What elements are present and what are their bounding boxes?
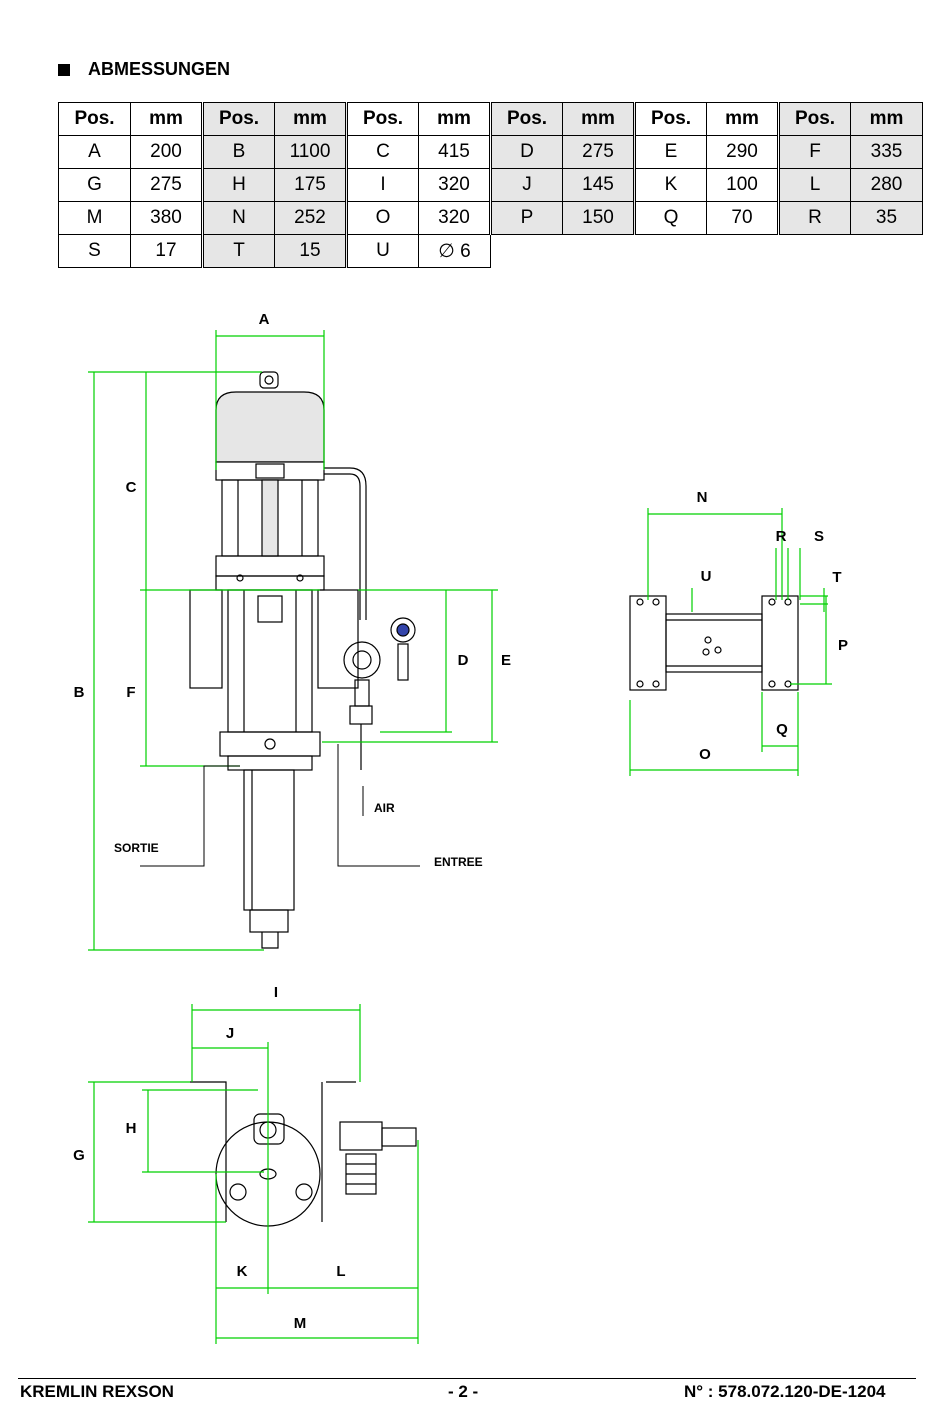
label-g: G <box>73 1147 85 1164</box>
label-l: L <box>336 1263 345 1280</box>
table-row: S 17 T 15 U ∅ 6 <box>58 234 923 268</box>
label-r: R <box>776 528 787 545</box>
cell-mm: 150 <box>562 201 635 235</box>
cell-mm: 275 <box>130 168 203 202</box>
bracket-dimensions <box>629 508 832 776</box>
cell-pos: C <box>345 135 419 169</box>
label-h: H <box>126 1120 137 1137</box>
cell-pos: L <box>777 168 851 202</box>
label-a: A <box>259 311 270 328</box>
cell-pos: D <box>489 135 563 169</box>
label-t: T <box>832 569 841 586</box>
table-header-row: Pos. mm Pos. mm Pos. mm Pos. mm Pos. mm … <box>58 102 923 136</box>
table-row: G 275 H 175 I 320 J 145 K 100 L 280 <box>58 168 923 202</box>
label-u: U <box>701 568 712 585</box>
cell-mm: 280 <box>850 168 923 202</box>
label-m: M <box>294 1315 307 1332</box>
top-view-dimensions <box>88 1004 419 1344</box>
label-s: S <box>814 528 824 545</box>
square-bullet-icon <box>58 63 70 76</box>
cell-mm: 415 <box>418 135 491 169</box>
header-mm: mm <box>850 102 923 136</box>
section-title-text: ABMESSUNGEN <box>88 59 231 79</box>
header-mm: mm <box>562 102 635 136</box>
header-mm: mm <box>418 102 491 136</box>
label-q: Q <box>776 721 788 738</box>
cell-pos: A <box>58 135 131 169</box>
side-view-leaders <box>140 744 420 867</box>
cell-pos: R <box>777 201 851 235</box>
footer-page-number: - 2 - <box>448 1382 479 1401</box>
cell-mm: 175 <box>274 168 347 202</box>
cell-mm: 70 <box>706 201 779 235</box>
cell-pos: U <box>345 234 419 268</box>
cell-pos: N <box>201 201 275 235</box>
cell-pos: K <box>633 168 707 202</box>
cell-mm: 200 <box>130 135 203 169</box>
label-e: E <box>501 652 511 669</box>
footer-company: KREMLIN REXSON <box>20 1382 174 1401</box>
cell-pos: E <box>633 135 707 169</box>
cell-pos: Q <box>633 201 707 235</box>
header-pos: Pos. <box>777 102 851 136</box>
top-view <box>190 1081 417 1227</box>
label-o: O <box>699 746 711 763</box>
label-d: D <box>458 652 469 669</box>
cell-pos: S <box>58 234 131 268</box>
cell-mm: 380 <box>130 201 203 235</box>
header-pos: Pos. <box>58 102 131 136</box>
label-k: K <box>237 1263 248 1280</box>
section-title: ABMESSUNGEN <box>58 59 230 80</box>
label-entree: ENTREE <box>434 855 483 869</box>
label-c: C <box>126 479 137 496</box>
cell-pos: I <box>345 168 419 202</box>
label-i: I <box>274 984 278 1001</box>
footer-divider <box>18 1378 916 1379</box>
cell-pos: G <box>58 168 131 202</box>
cell-mm: 1100 <box>274 135 347 169</box>
label-air: AIR <box>374 801 395 815</box>
cell-mm: 35 <box>850 201 923 235</box>
cell-pos: O <box>345 201 419 235</box>
footer-doc-number: N° : 578.072.120-DE-1204 <box>684 1382 886 1401</box>
label-sortie: SORTIE <box>114 841 159 855</box>
cell-mm: 15 <box>274 234 347 268</box>
header-mm: mm <box>274 102 347 136</box>
header-pos: Pos. <box>345 102 419 136</box>
label-n: N <box>697 489 708 506</box>
cell-mm: 290 <box>706 135 779 169</box>
header-pos: Pos. <box>489 102 563 136</box>
table-row: A 200 B 1100 C 415 D 275 E 290 F 335 <box>58 135 923 169</box>
cell-mm: 17 <box>130 234 203 268</box>
pump-side-view <box>189 371 416 949</box>
cell-mm: 335 <box>850 135 923 169</box>
cell-pos: P <box>489 201 563 235</box>
cell-mm: 252 <box>274 201 347 235</box>
label-f: F <box>126 684 135 701</box>
header-pos: Pos. <box>201 102 275 136</box>
cell-mm: ∅ 6 <box>418 234 491 268</box>
dimensions-table: Pos. mm Pos. mm Pos. mm Pos. mm Pos. mm … <box>58 102 923 268</box>
label-b: B <box>74 684 85 701</box>
label-p: P <box>838 637 848 654</box>
cell-mm: 320 <box>418 168 491 202</box>
table-row: M 380 N 252 O 320 P 150 Q 70 R 35 <box>58 201 923 235</box>
bracket-view <box>629 595 799 691</box>
cell-pos: B <box>201 135 275 169</box>
label-j: J <box>226 1025 234 1042</box>
cell-pos: J <box>489 168 563 202</box>
